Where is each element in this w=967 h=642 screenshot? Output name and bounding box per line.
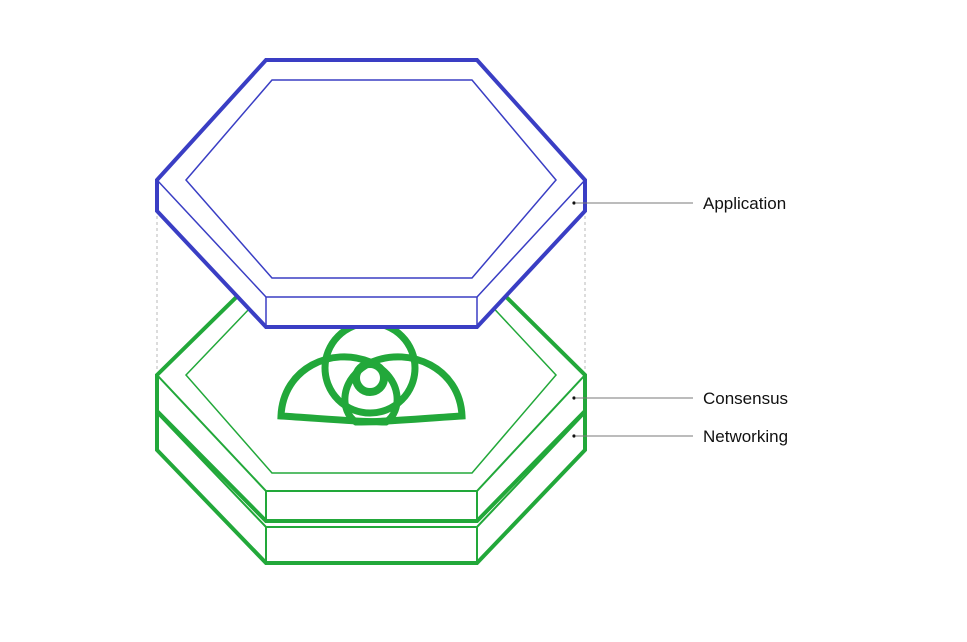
trefoil-right-lobe bbox=[341, 353, 466, 426]
label-application: Application bbox=[572, 194, 786, 213]
trefoil-center-ring bbox=[352, 360, 388, 396]
tendermint-trefoil-icon bbox=[277, 319, 466, 426]
label-networking: Networking bbox=[572, 427, 788, 446]
leader-dot-consensus bbox=[572, 396, 576, 400]
leader-dot-application bbox=[572, 201, 576, 205]
application-slab-edge bbox=[156, 179, 586, 298]
consensus-slab-edge bbox=[156, 374, 586, 492]
label-text-networking: Networking bbox=[703, 427, 788, 446]
label-consensus: Consensus bbox=[572, 389, 788, 408]
networking-slab-edge bbox=[156, 412, 586, 528]
leader-dot-networking bbox=[572, 434, 576, 438]
application-slab-inner bbox=[185, 79, 557, 279]
label-text-application: Application bbox=[703, 194, 786, 213]
application-layer bbox=[155, 58, 587, 329]
guide-lines bbox=[156, 210, 586, 372]
trefoil-left-lobe bbox=[277, 353, 401, 426]
label-text-consensus: Consensus bbox=[703, 389, 788, 408]
application-slab-outline bbox=[155, 58, 587, 329]
